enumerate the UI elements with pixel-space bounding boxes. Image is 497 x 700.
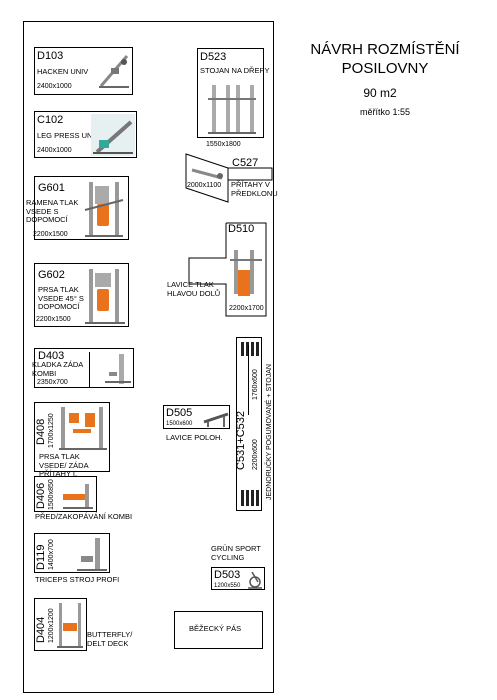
divider-line bbox=[89, 352, 90, 388]
equipment-g602[interactable]: G602 PRSA TLAK VSEDE 45° S DOPOMOCÍ 2200… bbox=[34, 263, 129, 327]
plan-title-line1: NÁVRH ROZMÍSTĚNÍ bbox=[310, 41, 460, 58]
equipment-code: G601 bbox=[38, 182, 65, 194]
equipment-code: D503 bbox=[214, 569, 241, 581]
leg-curl-icon bbox=[63, 484, 93, 509]
equipment-name: RAMENA TLAK VSEDE S DOPOMOCÍ bbox=[26, 198, 79, 224]
equipment-d406[interactable]: D406 1500x850 bbox=[34, 476, 97, 512]
equipment-name-d406: PŘED/ZAKOPÁVÁNÍ KOMBI bbox=[35, 512, 133, 521]
d510-footprint[interactable] bbox=[188, 222, 268, 318]
divider-line bbox=[248, 345, 249, 415]
equipment-dimensions: 1200x550 bbox=[214, 583, 241, 589]
equipment-name: PRSA TLAK VSEDE 45° S DOPOMOCÍ bbox=[38, 285, 84, 311]
equipment-c531-c532[interactable] bbox=[236, 337, 262, 511]
equipment-dimensions-c527: 2000x1100 bbox=[187, 182, 222, 189]
equipment-d505[interactable]: D505 1500x600 bbox=[163, 405, 230, 429]
equipment-name: HACKEN UNIV bbox=[37, 67, 89, 76]
c527-footprint[interactable] bbox=[182, 150, 277, 204]
room-outline bbox=[23, 21, 274, 693]
equipment-dimensions: 2200x1500 bbox=[36, 316, 71, 323]
equipment-code: D408 bbox=[35, 418, 47, 445]
equipment-code: D404 bbox=[35, 616, 47, 643]
cable-row-icon bbox=[105, 354, 131, 384]
equipment-name: PRSA TLAK VSEDE/ ZÁDA PŘÍTAHY I. bbox=[39, 452, 89, 478]
equipment-dimensions: 2400x1000 bbox=[37, 83, 72, 90]
bike-icon bbox=[248, 571, 262, 589]
equipment-name-d503: GRÜN SPORT CYCLING bbox=[211, 544, 261, 562]
triceps-machine-icon bbox=[77, 538, 107, 571]
equipment-code: D523 bbox=[200, 51, 227, 63]
equipment-code: D103 bbox=[37, 50, 64, 62]
equipment-d404[interactable]: D404 1200x1200 bbox=[34, 598, 87, 651]
equipment-c102[interactable]: C102 LEG PRESS UNIV 2400x1000 bbox=[34, 111, 137, 158]
equipment-dimensions: 1500x850 bbox=[48, 479, 55, 510]
equipment-name-c527: PŘÍTAHY V PŘEDKLONU bbox=[231, 180, 278, 198]
equipment-d408[interactable]: D408 1700x1250 PRSA TLAK VSEDE/ ZÁDA PŘÍ… bbox=[34, 402, 110, 478]
equipment-dimensions: 2400x1000 bbox=[37, 147, 72, 154]
equipment-code-d510: D510 bbox=[228, 223, 255, 235]
equipment-code: D403 bbox=[38, 350, 65, 362]
equipment-dimensions-d510: 2200x1700 bbox=[229, 305, 264, 312]
equipment-dimensions-d523: 1550x1800 bbox=[206, 141, 241, 148]
dumbbell-rack-top-icon bbox=[241, 342, 259, 356]
equipment-name-d505: LAVICE POLOH. bbox=[166, 433, 223, 442]
equipment-name: BĚŽECKÝ PÁS bbox=[189, 624, 242, 633]
adjustable-bench-icon bbox=[203, 412, 229, 427]
equipment-dimensions: 2350x700 bbox=[37, 379, 68, 386]
equipment-code-c527: C527 bbox=[232, 157, 259, 169]
equipment-dimensions: 1400x700 bbox=[48, 539, 55, 570]
equipment-d503[interactable]: D503 1200x550 bbox=[211, 567, 265, 590]
squat-rack-icon bbox=[208, 85, 256, 134]
equipment-dimensions: 1500x600 bbox=[166, 421, 193, 427]
chest-back-machine-icon bbox=[59, 407, 107, 450]
equipment-code: C102 bbox=[37, 114, 64, 126]
shoulder-press-icon bbox=[84, 182, 124, 237]
area-label: 90 m2 bbox=[363, 86, 397, 100]
equipment-d403[interactable]: D403 KLADKA ZÁDA KOMBI 2350x700 bbox=[32, 348, 134, 388]
equipment-name-c531: JEDNORUČKY POGUMOVANÉ + STOJAN bbox=[266, 364, 273, 500]
butterfly-machine-icon bbox=[57, 603, 83, 648]
leg-press-icon bbox=[91, 114, 135, 156]
equipment-code-c531: C531+C532 bbox=[235, 410, 247, 470]
equipment-d103[interactable]: D103 HACKEN UNIV 2400x1000 bbox=[34, 47, 133, 95]
equipment-d119[interactable]: D119 1400x700 bbox=[34, 533, 110, 573]
equipment-treadmill[interactable]: BĚŽECKÝ PÁS bbox=[174, 611, 263, 649]
equipment-name: KLADKA ZÁDA KOMBI bbox=[32, 360, 83, 378]
equipment-name-d119: TRICEPS STROJ PROFI bbox=[35, 575, 120, 584]
equipment-name-d510: LAVICE TLAK HLAVOU DOLŮ bbox=[167, 280, 221, 298]
dumbbell-rack-bottom-icon bbox=[241, 490, 259, 506]
equipment-dimensions-c532: 1760x600 bbox=[252, 369, 259, 400]
equipment-dimensions: 1700x1250 bbox=[48, 413, 55, 448]
equipment-code: D406 bbox=[35, 482, 47, 509]
equipment-code: D505 bbox=[166, 407, 193, 419]
chest-press-icon bbox=[85, 269, 125, 324]
plan-title: NÁVRH ROZMÍSTĚNÍ POSILOVNY bbox=[300, 40, 470, 78]
equipment-code: D119 bbox=[35, 544, 47, 570]
scale-label: měřítko 1:55 bbox=[359, 107, 411, 117]
equipment-name-d404: BUTTERFLY/ DELT DECK bbox=[87, 630, 133, 648]
equipment-g601[interactable]: G601 RAMENA TLAK VSEDE S DOPOMOCÍ 2200x1… bbox=[26, 176, 129, 240]
equipment-name: STOJAN NA DŘEPY bbox=[200, 66, 270, 75]
equipment-d523[interactable]: D523 STOJAN NA DŘEPY bbox=[197, 48, 269, 138]
equipment-code: G602 bbox=[38, 269, 65, 281]
equipment-dimensions: 2200x1500 bbox=[33, 231, 68, 238]
plan-title-line2: POSILOVNY bbox=[341, 60, 429, 77]
hacken-machine-icon bbox=[99, 55, 129, 88]
equipment-dimensions-c531: 2200x600 bbox=[252, 439, 259, 470]
equipment-name: LEG PRESS UNIV bbox=[37, 131, 100, 140]
